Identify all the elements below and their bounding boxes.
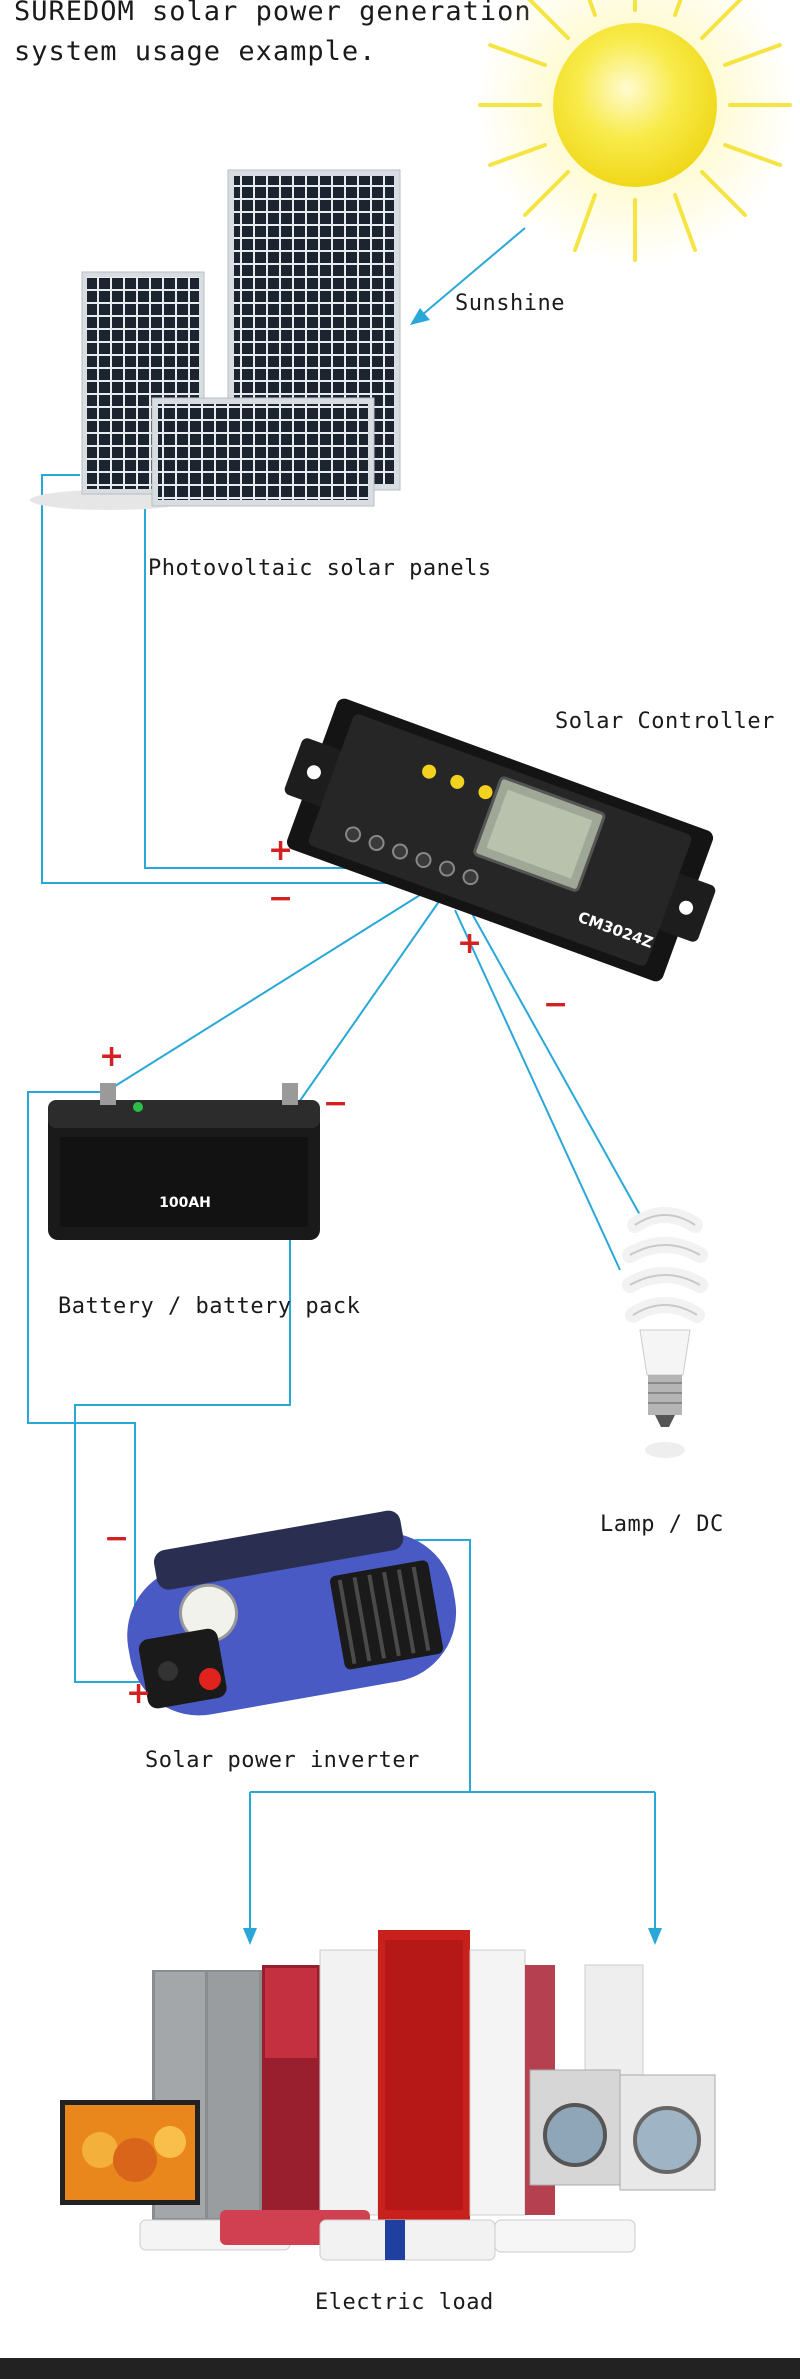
wire-lamp-negative: [469, 909, 641, 1216]
wire-panel-negative: [41, 474, 410, 884]
polarity-minus-battery: −: [323, 1086, 349, 1121]
battery-image: 100AH: [48, 1083, 320, 1240]
label-lamp: Lamp / DC: [600, 1512, 724, 1537]
wire-battery-positive: [111, 894, 421, 1089]
title-line-1: SUREDOM solar power generation: [14, 0, 532, 27]
bottom-bar: [0, 2358, 800, 2379]
label-controller: Solar Controller: [555, 709, 775, 734]
battery-capacity-text: 100AH: [159, 1195, 211, 1211]
polarity-minus-inverter: −: [104, 1521, 130, 1556]
polarity-minus-lamp: −: [543, 987, 569, 1022]
title-line-2: system usage example.: [14, 36, 377, 67]
appliances-image: [60, 1930, 716, 2261]
label-panels: Photovoltaic solar panels: [148, 556, 492, 581]
arrow-down-icon: [243, 1928, 257, 1945]
wire-panel-positive: [144, 500, 410, 869]
wire-battery-negative: [289, 899, 441, 1116]
inverter-image: [127, 1510, 457, 1716]
label-load: Electric load: [315, 2290, 494, 2315]
page-title: SUREDOM solar power generation system us…: [14, 0, 532, 72]
label-inverter: Solar power inverter: [145, 1748, 420, 1773]
arrow-head-icon: [410, 308, 430, 325]
wire-inverter-output: [415, 1539, 471, 1792]
polarity-plus-lamp: +: [457, 926, 483, 961]
polarity-minus-panel: −: [268, 881, 294, 916]
label-battery: Battery / battery pack: [58, 1294, 361, 1319]
wire-inverter-positive: [74, 1115, 291, 1683]
sunshine-arrow: [421, 227, 526, 316]
wire-inverter-negative: [27, 1091, 136, 1640]
polarity-plus-panel: +: [268, 833, 294, 868]
solar-panels-image: [30, 169, 401, 510]
label-sunshine: Sunshine: [455, 291, 565, 316]
lamp-image: [622, 1207, 708, 1458]
sun-icon: [475, 0, 795, 265]
polarity-plus-inverter: +: [126, 1676, 152, 1711]
solar-controller-image: CM3024Z: [284, 698, 716, 982]
arrow-down-icon: [648, 1928, 662, 1945]
wire-lamp-positive: [454, 909, 621, 1271]
polarity-plus-battery: +: [99, 1039, 125, 1074]
